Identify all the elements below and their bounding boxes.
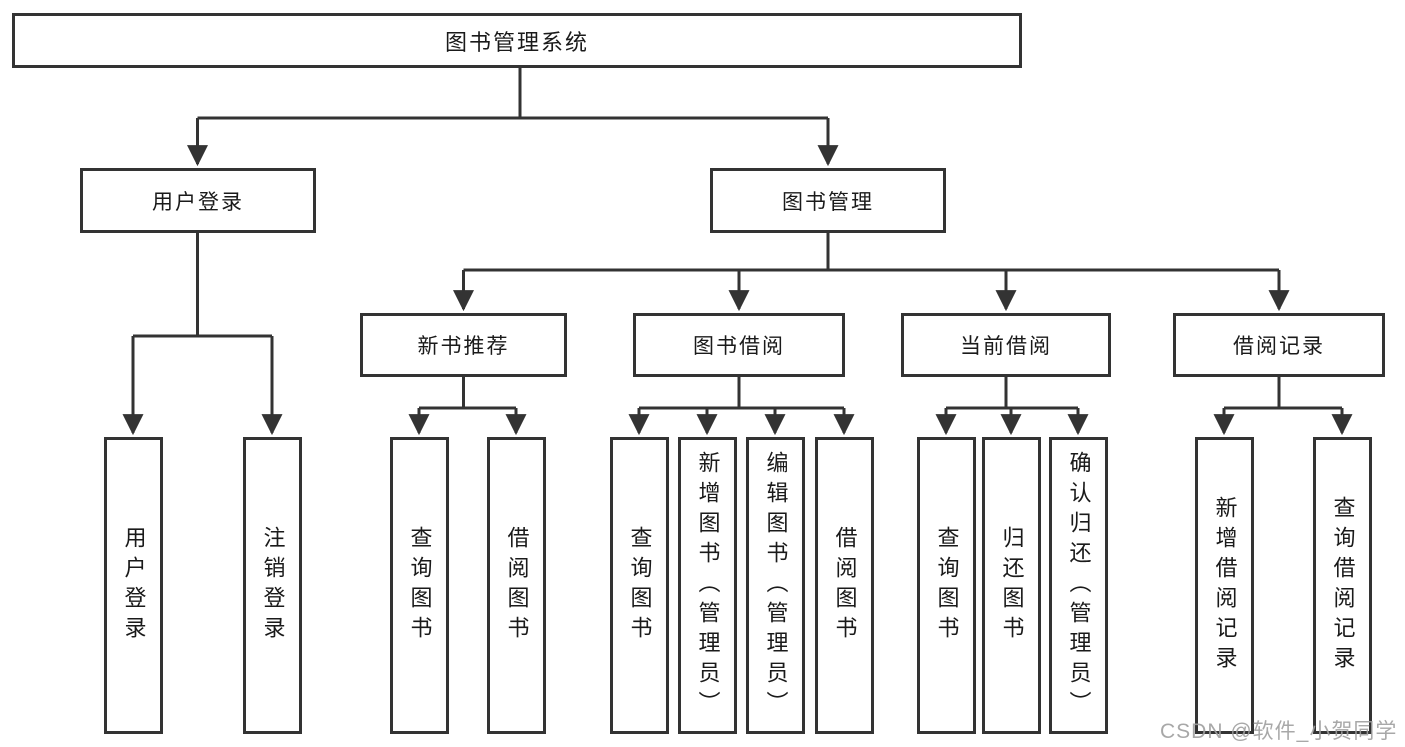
node-book-management: 图书管理: [710, 168, 946, 233]
connector-current-borrow-to-leaves: [935, 377, 1089, 436]
leaf-query-books-borrow: 查询图书: [610, 437, 669, 734]
leaf-query-books-recommend: 查询图书: [390, 437, 449, 734]
leaf-confirm-return-admin: 确认归还（管理员）: [1049, 437, 1108, 734]
leaf-logout: 注销登录: [243, 437, 302, 734]
csdn-watermark: CSDN @软件_小贺同学: [1160, 720, 1398, 743]
leaf-query-books-current: 查询图书: [917, 437, 976, 734]
leaf-edit-books-admin: 编辑图书（管理员）: [746, 437, 805, 734]
node-current-borrow: 当前借阅: [901, 313, 1111, 377]
node-root-library-management-system: 图书管理系统: [12, 13, 1022, 68]
connector-user-login-to-leaves: [122, 233, 283, 436]
connector-root-to-level2: [187, 68, 839, 167]
leaf-user-login: 用户登录: [104, 437, 163, 734]
connector-new-book-recommend-to-leaves: [408, 377, 527, 436]
leaf-add-borrow-record: 新增借阅记录: [1195, 437, 1254, 734]
leaf-return-books: 归还图书: [982, 437, 1041, 734]
leaf-query-borrow-record: 查询借阅记录: [1313, 437, 1372, 734]
node-book-borrow: 图书借阅: [633, 313, 845, 377]
leaf-add-books-admin: 新增图书（管理员）: [678, 437, 737, 734]
leaf-borrow-books: 借阅图书: [815, 437, 874, 734]
connector-borrow-records-to-leaves: [1213, 377, 1353, 436]
leaf-borrow-books-recommend: 借阅图书: [487, 437, 546, 734]
node-user-login: 用户登录: [80, 168, 316, 233]
node-borrow-records: 借阅记录: [1173, 313, 1385, 377]
node-new-book-recommend: 新书推荐: [360, 313, 567, 377]
connector-book-borrow-to-leaves: [628, 377, 855, 436]
connector-book-management-to-level3: [453, 233, 1290, 312]
